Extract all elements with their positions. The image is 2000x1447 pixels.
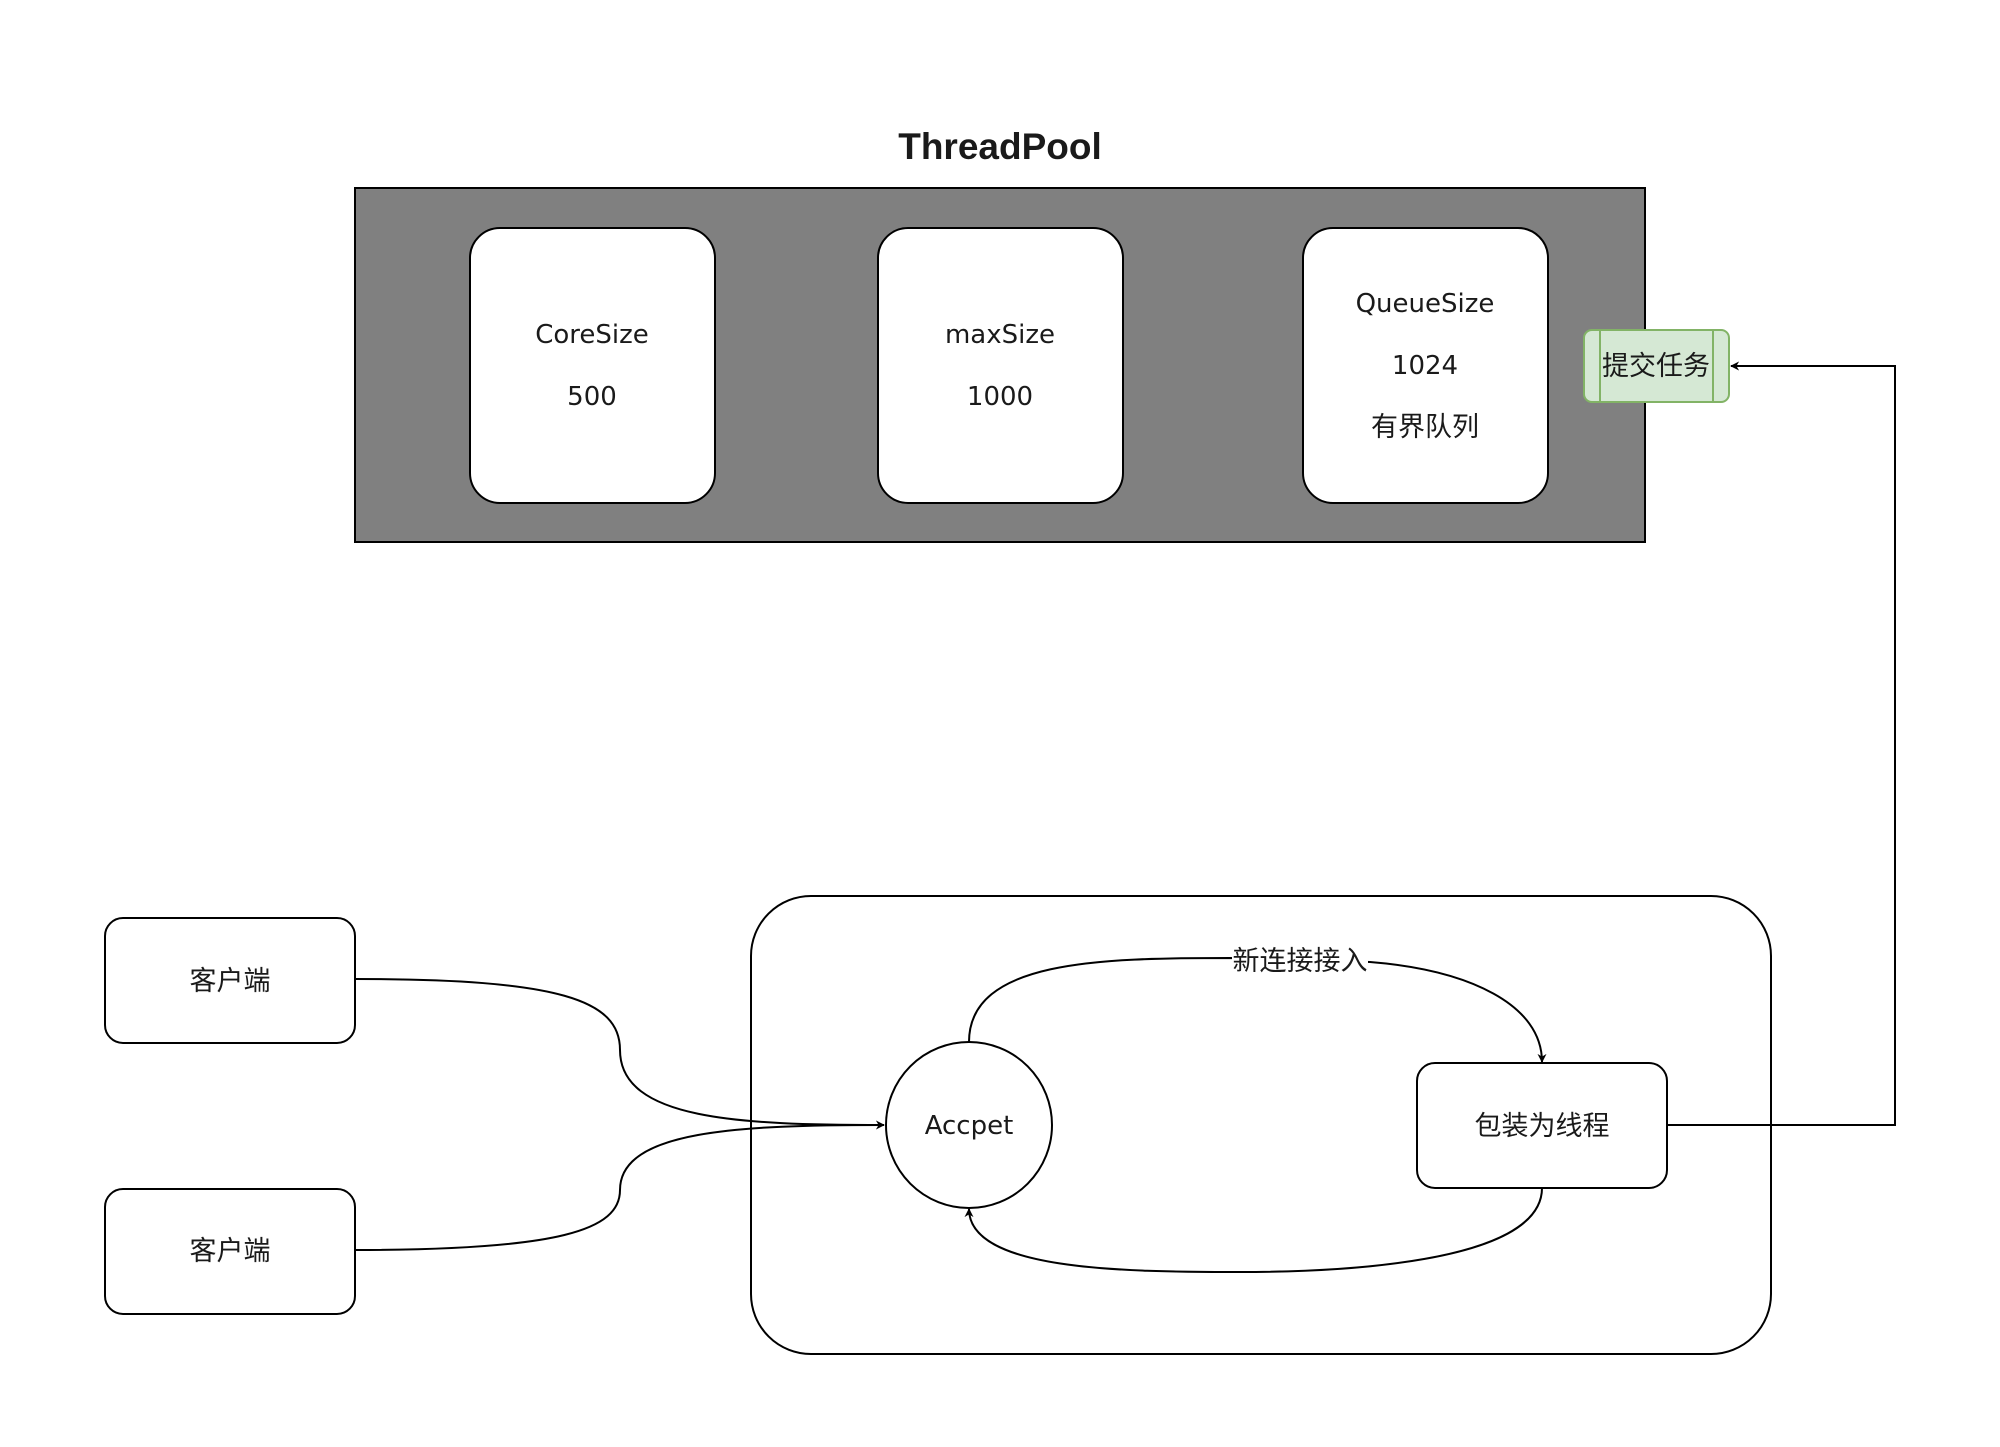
max-size-box [877,227,1124,504]
core-size-box [469,227,716,504]
core-size-value: 500 [567,382,617,412]
max-size-name: maxSize [945,320,1055,350]
queue-size-name: QueueSize [1356,289,1495,319]
new-connection-label-bg [1232,943,1368,977]
client-box-1 [104,917,356,1044]
wrap-thread-node: 包装为线程 [1416,1062,1668,1189]
client-box-2 [104,1188,356,1315]
edge-wrap-to-submit [1667,361,1896,1126]
max-size-value: 1000 [967,382,1033,412]
client-label-1: 客户端 [190,966,271,997]
client-node-2: 客户端 [104,1188,356,1315]
queue-size-box [1302,227,1549,504]
queue-size-value: 1024 [1392,351,1458,381]
new-connection-label: 新连接接入 [1233,946,1368,977]
submit-task-label: 提交任务 [1602,351,1710,382]
diagram-title: ThreadPool [898,126,1102,167]
accept-node: Accpet [885,1041,1053,1209]
queue-type-note: 有界队列 [1371,412,1479,443]
core-size-card: CoreSize 500 [469,227,716,504]
accept-label: Accpet [925,1111,1014,1141]
client-label-2: 客户端 [190,1236,271,1267]
queue-size-card: QueueSize 1024 有界队列 [1302,227,1549,504]
submit-task-node: 提交任务 [1583,329,1730,403]
edge-wrap-to-accept [964,1187,1543,1274]
wrap-thread-label: 包装为线程 [1475,1111,1610,1142]
client-node-1: 客户端 [104,917,356,1044]
core-size-name: CoreSize [535,320,649,350]
edge-client2-to-accept [354,1124,885,1251]
submit-task-box [1583,329,1730,403]
max-size-card: maxSize 1000 [877,227,1124,504]
edge-accept-to-wrap [968,956,1547,1063]
edge-client1-to-accept [354,978,885,1130]
